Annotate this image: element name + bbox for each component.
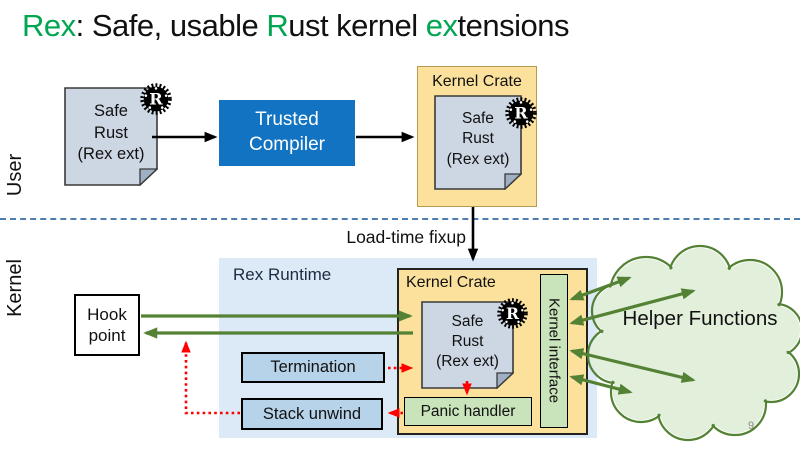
- user-space-label: User: [4, 153, 26, 197]
- trusted-compiler-box: Trusted Compiler: [219, 100, 355, 166]
- panic-handler-box: Panic handler: [404, 397, 532, 426]
- helper-functions-label: Helper Functions: [622, 307, 778, 330]
- title-segment: Rex: [22, 8, 76, 43]
- user-kernel-divider: [0, 218, 800, 220]
- safe-rust-source-doc: Safe Rust (Rex ext): [64, 87, 158, 186]
- document-icon: [64, 87, 158, 186]
- doc-line: Safe: [94, 102, 128, 121]
- load-time-fixup-label: Load-time fixup: [346, 227, 466, 247]
- title-segment: R: [266, 8, 289, 43]
- rust-logo-icon: R: [139, 82, 173, 116]
- doc-line: Rust: [94, 123, 128, 142]
- kernel-crate-kernel-label: Kernel Crate: [406, 274, 496, 291]
- slide-title: Rex: Safe, usable Rust kernel extensions: [22, 8, 569, 44]
- panic-handler-label: Panic handler: [420, 402, 516, 420]
- doc-line: Safe: [462, 110, 494, 128]
- doc-line: Rust: [462, 130, 494, 148]
- kernel-interface-label: Kernel interface: [545, 298, 563, 404]
- safe-rust-compiled-doc: Safe Rust (Rex ext): [434, 95, 522, 190]
- title-segment: : Safe, usable: [75, 8, 267, 43]
- doc-line: (Rex ext): [446, 150, 510, 168]
- doc-text: Safe Rust (Rex ext): [421, 301, 514, 389]
- rex-runtime-label: Rex Runtime: [233, 265, 332, 284]
- rust-logo-icon: R: [504, 96, 538, 130]
- stack-unwind-label: Stack unwind: [262, 404, 362, 423]
- document-icon: [434, 95, 522, 190]
- kernel-crate-user-label: Kernel Crate: [432, 73, 522, 90]
- doc-text: Safe Rust (Rex ext): [64, 87, 158, 186]
- termination-label: Termination: [270, 358, 356, 376]
- rust-logo-letter: R: [514, 104, 528, 123]
- doc-line: (Rex ext): [436, 353, 499, 371]
- trusted-compiler-label: Trusted Compiler: [248, 109, 326, 155]
- helper-functions-cloud: [586, 244, 800, 442]
- title-segment: tensions: [457, 8, 569, 43]
- doc-line: Rust: [451, 332, 484, 350]
- safe-rust-loaded-doc: Safe Rust (Rex ext): [421, 301, 514, 389]
- page-number: 9: [748, 420, 755, 432]
- rust-logo-icon: R: [496, 297, 529, 330]
- title-segment: ust kernel: [288, 8, 426, 43]
- stack-unwind-box: Stack unwind: [241, 398, 383, 430]
- hook-point-box: Hook point: [74, 294, 140, 356]
- rust-logo-letter: R: [149, 90, 163, 109]
- rust-logo-letter: R: [506, 304, 520, 323]
- kernel-space-label: Kernel: [4, 259, 26, 317]
- doc-text: Safe Rust (Rex ext): [434, 95, 522, 190]
- kernel-interface-box: Kernel interface: [540, 274, 568, 428]
- termination-box: Termination: [241, 352, 385, 383]
- doc-line: (Rex ext): [77, 145, 145, 164]
- doc-line: Safe: [451, 312, 484, 330]
- hook-point-label: Hook point: [87, 304, 127, 345]
- title-segment: ex: [425, 8, 458, 43]
- document-icon: [421, 301, 514, 389]
